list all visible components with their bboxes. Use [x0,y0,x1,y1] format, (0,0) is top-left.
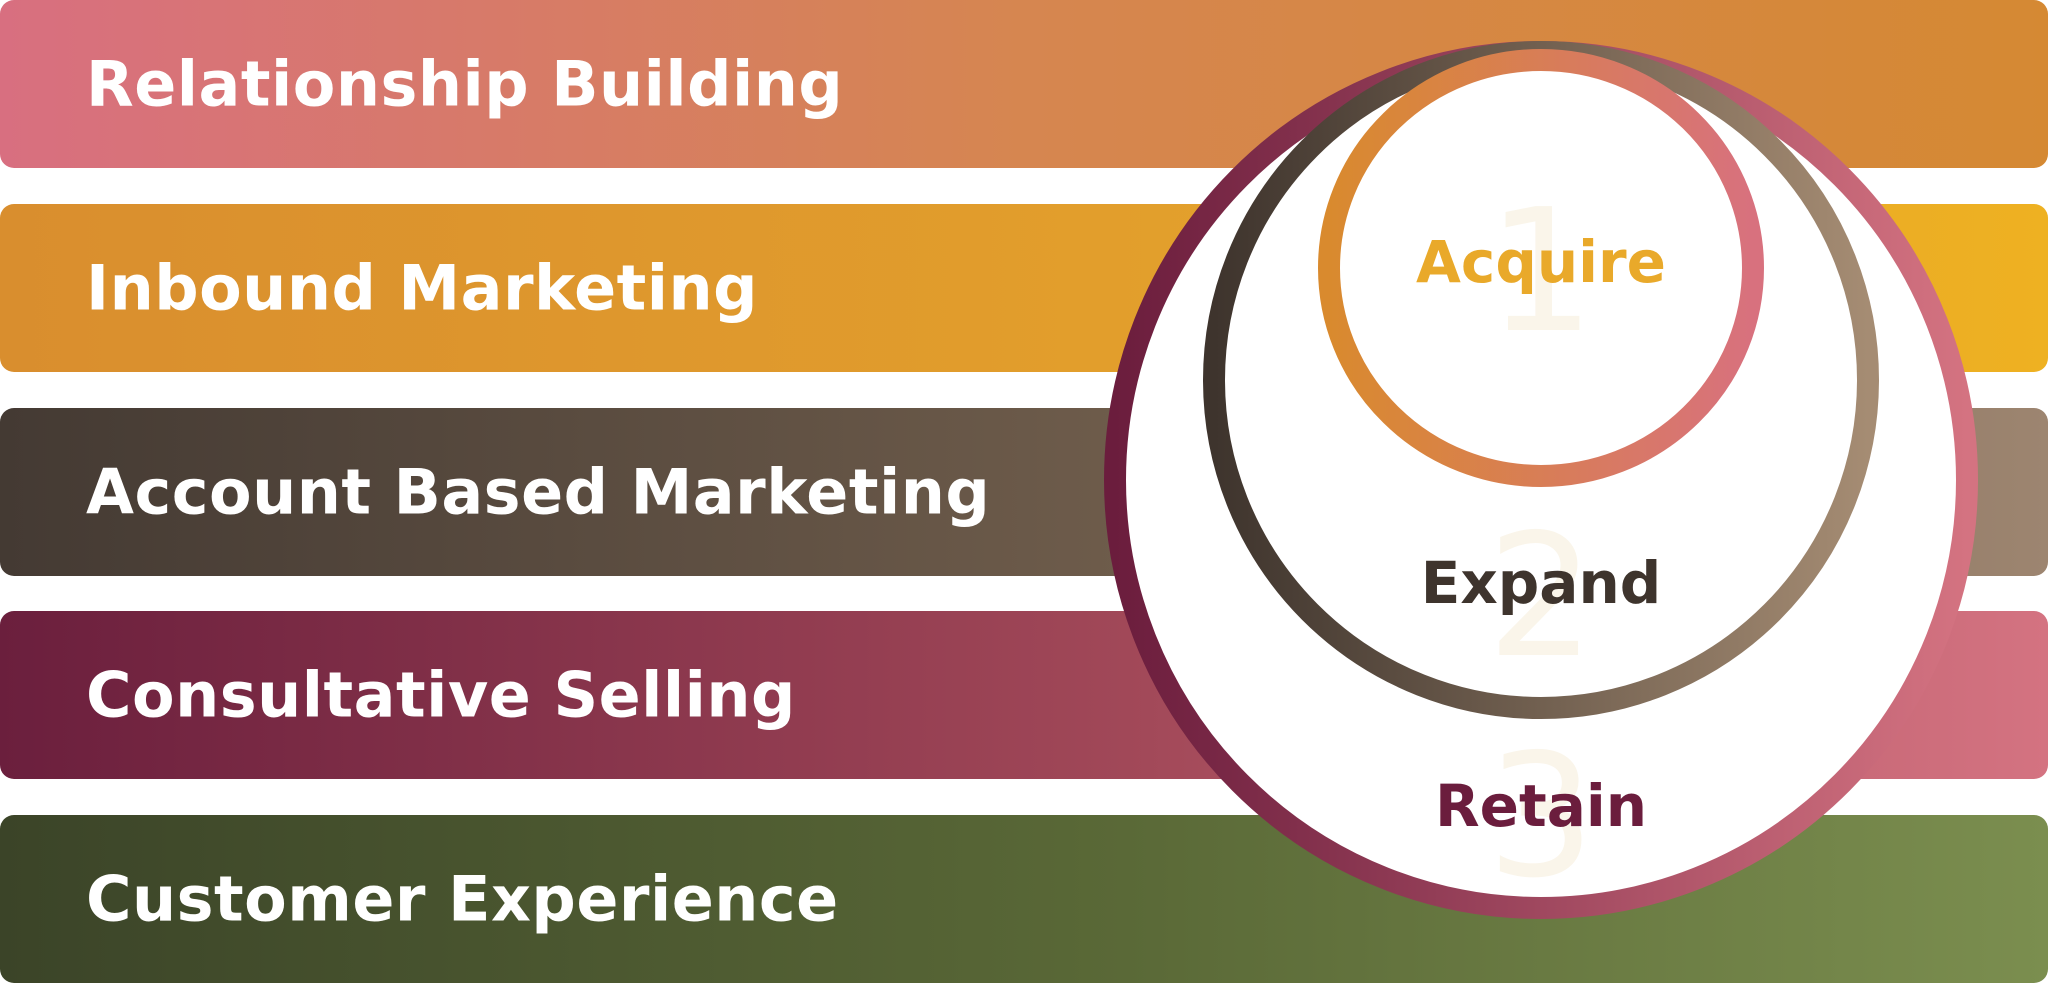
band-label: Inbound Marketing [86,251,759,325]
band-label: Consultative Selling [86,658,796,732]
stage-expand-label: Expand [1421,549,1662,617]
stage-1-number: 1 [1487,173,1595,371]
stage-2-number: 2 [1487,498,1595,696]
band-label: Account Based Marketing [86,455,991,529]
stage-3-number: 3 [1487,718,1595,916]
band-label: Relationship Building [86,47,844,121]
stage-retain-label: Retain [1435,772,1647,840]
acquire-ring [1318,49,1764,487]
band-label: Customer Experience [86,862,839,936]
stage-acquire-label: Acquire [1416,228,1666,296]
